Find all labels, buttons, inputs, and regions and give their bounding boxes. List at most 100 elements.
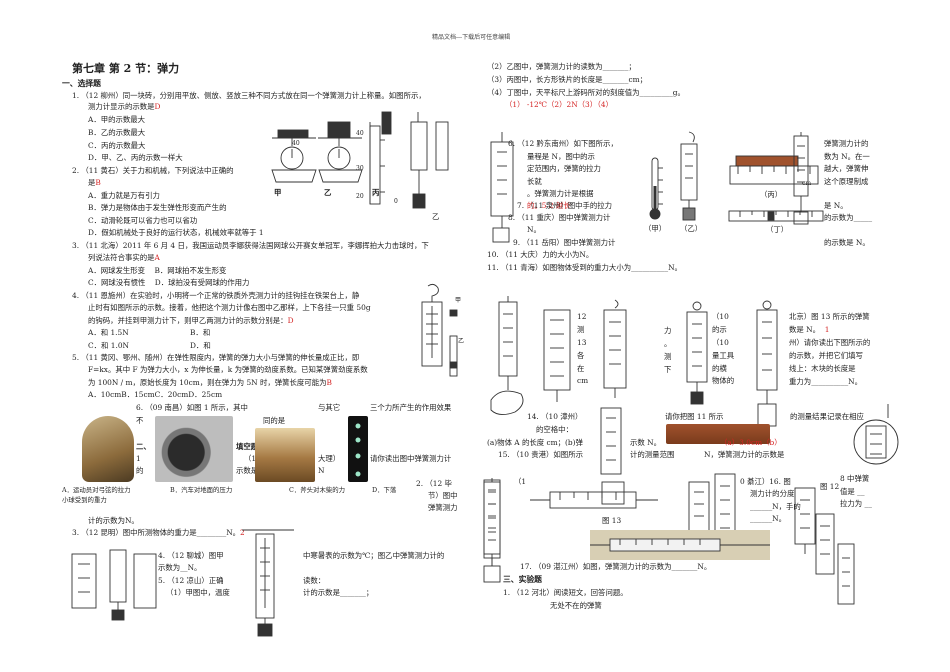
rt-side2: 数为 N。在一 xyxy=(824,152,870,161)
rm-q16-2: 0 綦江）16. 图 xyxy=(740,477,791,486)
rt-q9: 9. （11 岳阳）图中弹簧测力计 xyxy=(513,238,616,247)
lb-l1: 计的示数为N。 xyxy=(88,516,139,525)
rm-q10c-3: （10 xyxy=(712,338,729,347)
q4-line1: 4. （11 恩施州）在实验时，小明将一个正常的铁质外壳测力计的挂钩挂在铁架台上… xyxy=(72,291,360,300)
rt-q11: 11. （11 青海）如图物体受到的重力大小为__________N。 xyxy=(487,263,682,272)
q1-label-jia: 甲 xyxy=(274,188,282,197)
q6-frag-ss: 示数是 xyxy=(236,466,259,475)
rm-q14-d: 的测量结果记录在相应 xyxy=(790,412,864,421)
rt-ruler-cm: cm xyxy=(802,180,812,187)
lb-q3-spring-scale xyxy=(242,529,294,637)
rm-scale-13 xyxy=(601,481,625,505)
q6-frag-blank: 填空题 xyxy=(236,442,259,451)
q1-scale-30: 30 xyxy=(356,165,364,172)
falling-ball-photo xyxy=(348,416,368,482)
rm-q17: 17. （09 湛江州）如图，弹簧测力计的示数为_______N。 xyxy=(520,562,712,571)
caption-a: A．运动员对弓弦的拉力 xyxy=(62,486,131,494)
q2-option-a: A．重力就是万有引力 xyxy=(88,191,160,200)
rt-l2: （2）乙图中，弹簧测力计的读数为_______； xyxy=(487,62,636,71)
q1-option-b: B．乙的示数最大 xyxy=(88,128,146,137)
lb-q5-b: （1）甲图中，温度 xyxy=(166,588,230,597)
rm-q12r-b: 8 中弹簧 xyxy=(840,474,870,483)
q3-stem: 3. （11 北海）2011 年 6 月 4 日，我国运动员李娜获得法国网球公开… xyxy=(72,241,429,250)
rm-q10c-4: 量工具 xyxy=(712,351,735,360)
q4-option-d: D．和 xyxy=(190,341,211,350)
rt-thermometer xyxy=(649,157,663,220)
rt-q6-f: 的。5 2 越长 xyxy=(527,201,571,210)
q1-option-c: C．丙的示数最大 xyxy=(88,141,146,150)
rt-q10: 10. （11 大庆）力的大小为N。 xyxy=(487,250,594,259)
rm-q15c: N，弹簧测力计的示数是 xyxy=(704,450,785,459)
q1-stem2: 测力计显示的示数是D xyxy=(88,102,161,111)
rm-q14-e: (a)物体 A 的长度 cm；(b)弹 xyxy=(487,438,583,447)
rm-bj6: 重力为__________N。 xyxy=(789,377,862,386)
q5-line1: 5. （11 黄冈、鄂州、随州）在弹性限度内，弹簧的弹力大小与弹簧的伸长量成正比… xyxy=(72,353,360,362)
rt-q6-e: 。弹簧测力计是根据 xyxy=(527,189,594,198)
rm-q12-2: 测 xyxy=(577,325,585,334)
q1-scale-40b: 40 xyxy=(356,130,364,137)
lb-q3-answer: 2 xyxy=(240,528,245,537)
rm-q14-a: 14. （10 漳州） xyxy=(527,412,583,421)
rm-q12r-d: 拉力为 __ xyxy=(840,499,872,508)
q4-label-yi: 乙 xyxy=(458,338,465,345)
lb-q4-b: 示数为__N。 xyxy=(158,563,202,572)
q1-scale-20: 20 xyxy=(356,193,364,200)
lb-q3: 3. （12 昆明）图中所测物体的重力是________N。2 xyxy=(72,528,245,537)
rt-side4: 这个原理制成 xyxy=(824,177,869,186)
lb-mid-c: 计的示数是_______； xyxy=(303,588,374,597)
q1-label-bing: 丙 xyxy=(372,188,380,197)
rm-vertical-scale xyxy=(483,479,501,583)
rm-chain-scale-photo xyxy=(590,530,770,560)
exp-q1: 1. （12 河北）阅读短文，回答问题。 xyxy=(503,588,628,597)
rt-label-jia: （甲） xyxy=(644,224,667,233)
q4-option-b: B．和 xyxy=(190,328,211,337)
rt-l3: （3）丙图中，长方形铁片的长度是_______cm； xyxy=(487,75,647,84)
rm-scale-14 xyxy=(600,407,622,475)
q1-label-yi: 乙 xyxy=(324,188,332,197)
rt-side7: 的示数是 N。 xyxy=(824,238,870,247)
q4-line3: 的钩码，并挂到甲测力计下，则甲乙两测力计的示数分别是：D xyxy=(88,316,294,325)
rt-label-bing: （丙） xyxy=(760,190,783,199)
rm-bj2-answer: 1 xyxy=(824,325,830,334)
section-experiment: 三、实验题 xyxy=(503,575,542,584)
rm-q16-4: ______N，手的 xyxy=(750,502,801,511)
rm-bj4: 的示数，并把它们填写 xyxy=(789,351,863,360)
rm-q12r-a: 图 12 xyxy=(820,482,840,491)
falling-ball-dots xyxy=(355,423,361,477)
rm-scale-bj xyxy=(756,300,778,427)
q1-scale-0: 0 xyxy=(394,198,398,205)
q1-option-d: D．甲、乙、丙的示数一样大 xyxy=(88,153,183,162)
car-tire-photo xyxy=(155,416,233,482)
caption-a2: 小球受到的重力 xyxy=(62,496,107,504)
rm-bj1: 北京）图 13 所示的弹簧 xyxy=(789,312,870,321)
q6-frag-dl: 大理） xyxy=(318,454,341,463)
rm-q12-5: 在 xyxy=(577,364,585,373)
q2b-a: 2. （12 毕 xyxy=(416,479,452,488)
q4-option-c: C．和 1.0N xyxy=(88,341,130,350)
q5-line2: F=kx。其中 F 为弹力大小，x 为伸长量，k 为弹簧的劲度系数。已知某弹簧劲… xyxy=(88,365,368,374)
rt-q6-a: 6. （12 黔东南州）如下图所示， xyxy=(508,139,618,148)
lb-mid-b: 读数： xyxy=(303,576,326,585)
lb-q4-a: 4. （12 聊城）图甲 xyxy=(158,551,224,560)
axe-wood-photo xyxy=(255,428,315,482)
rm-bj3: 州）请你读出下图所示的 xyxy=(789,338,871,347)
q5-options: A．10cmB．15cmC．20cmD．25cm xyxy=(88,390,223,399)
rm-horizontal-scale xyxy=(530,491,658,509)
rm-q10c-1: （10 xyxy=(712,312,729,321)
q3-options-ab: A．网球发生形变 B．网球拍不发生形变 xyxy=(88,266,227,275)
q4-line2: 止时有如图所示的示数。接着，他把这个测力计像右图中乙那样，上下各挂一只重 50g xyxy=(88,303,371,312)
q6-stem-b: 与其它 xyxy=(318,403,341,412)
rm-q13-3: 测 xyxy=(664,352,672,361)
rm-scale-12 xyxy=(543,309,571,402)
rm-scale-right-bottom xyxy=(815,513,855,605)
rt-q7: 7. （11 泉州）图中手的拉力 xyxy=(517,201,613,210)
rm-q12-6: cm xyxy=(577,376,589,385)
lb-q4-spring-scale xyxy=(71,549,157,621)
q6-stem-c: 三个力所产生的作用效果 xyxy=(370,403,452,412)
q4-answer: D xyxy=(287,316,294,325)
q2-answer: B xyxy=(95,178,101,187)
q2-stem: 2. （11 黄石）关于力和机械，下列说法中正确的 xyxy=(72,166,234,175)
q3-stem2: 列说法符合事实的是A xyxy=(88,253,160,262)
q2b-c: 弹簧测力 xyxy=(428,503,458,512)
section-choice: 一、选择题 xyxy=(62,79,101,88)
